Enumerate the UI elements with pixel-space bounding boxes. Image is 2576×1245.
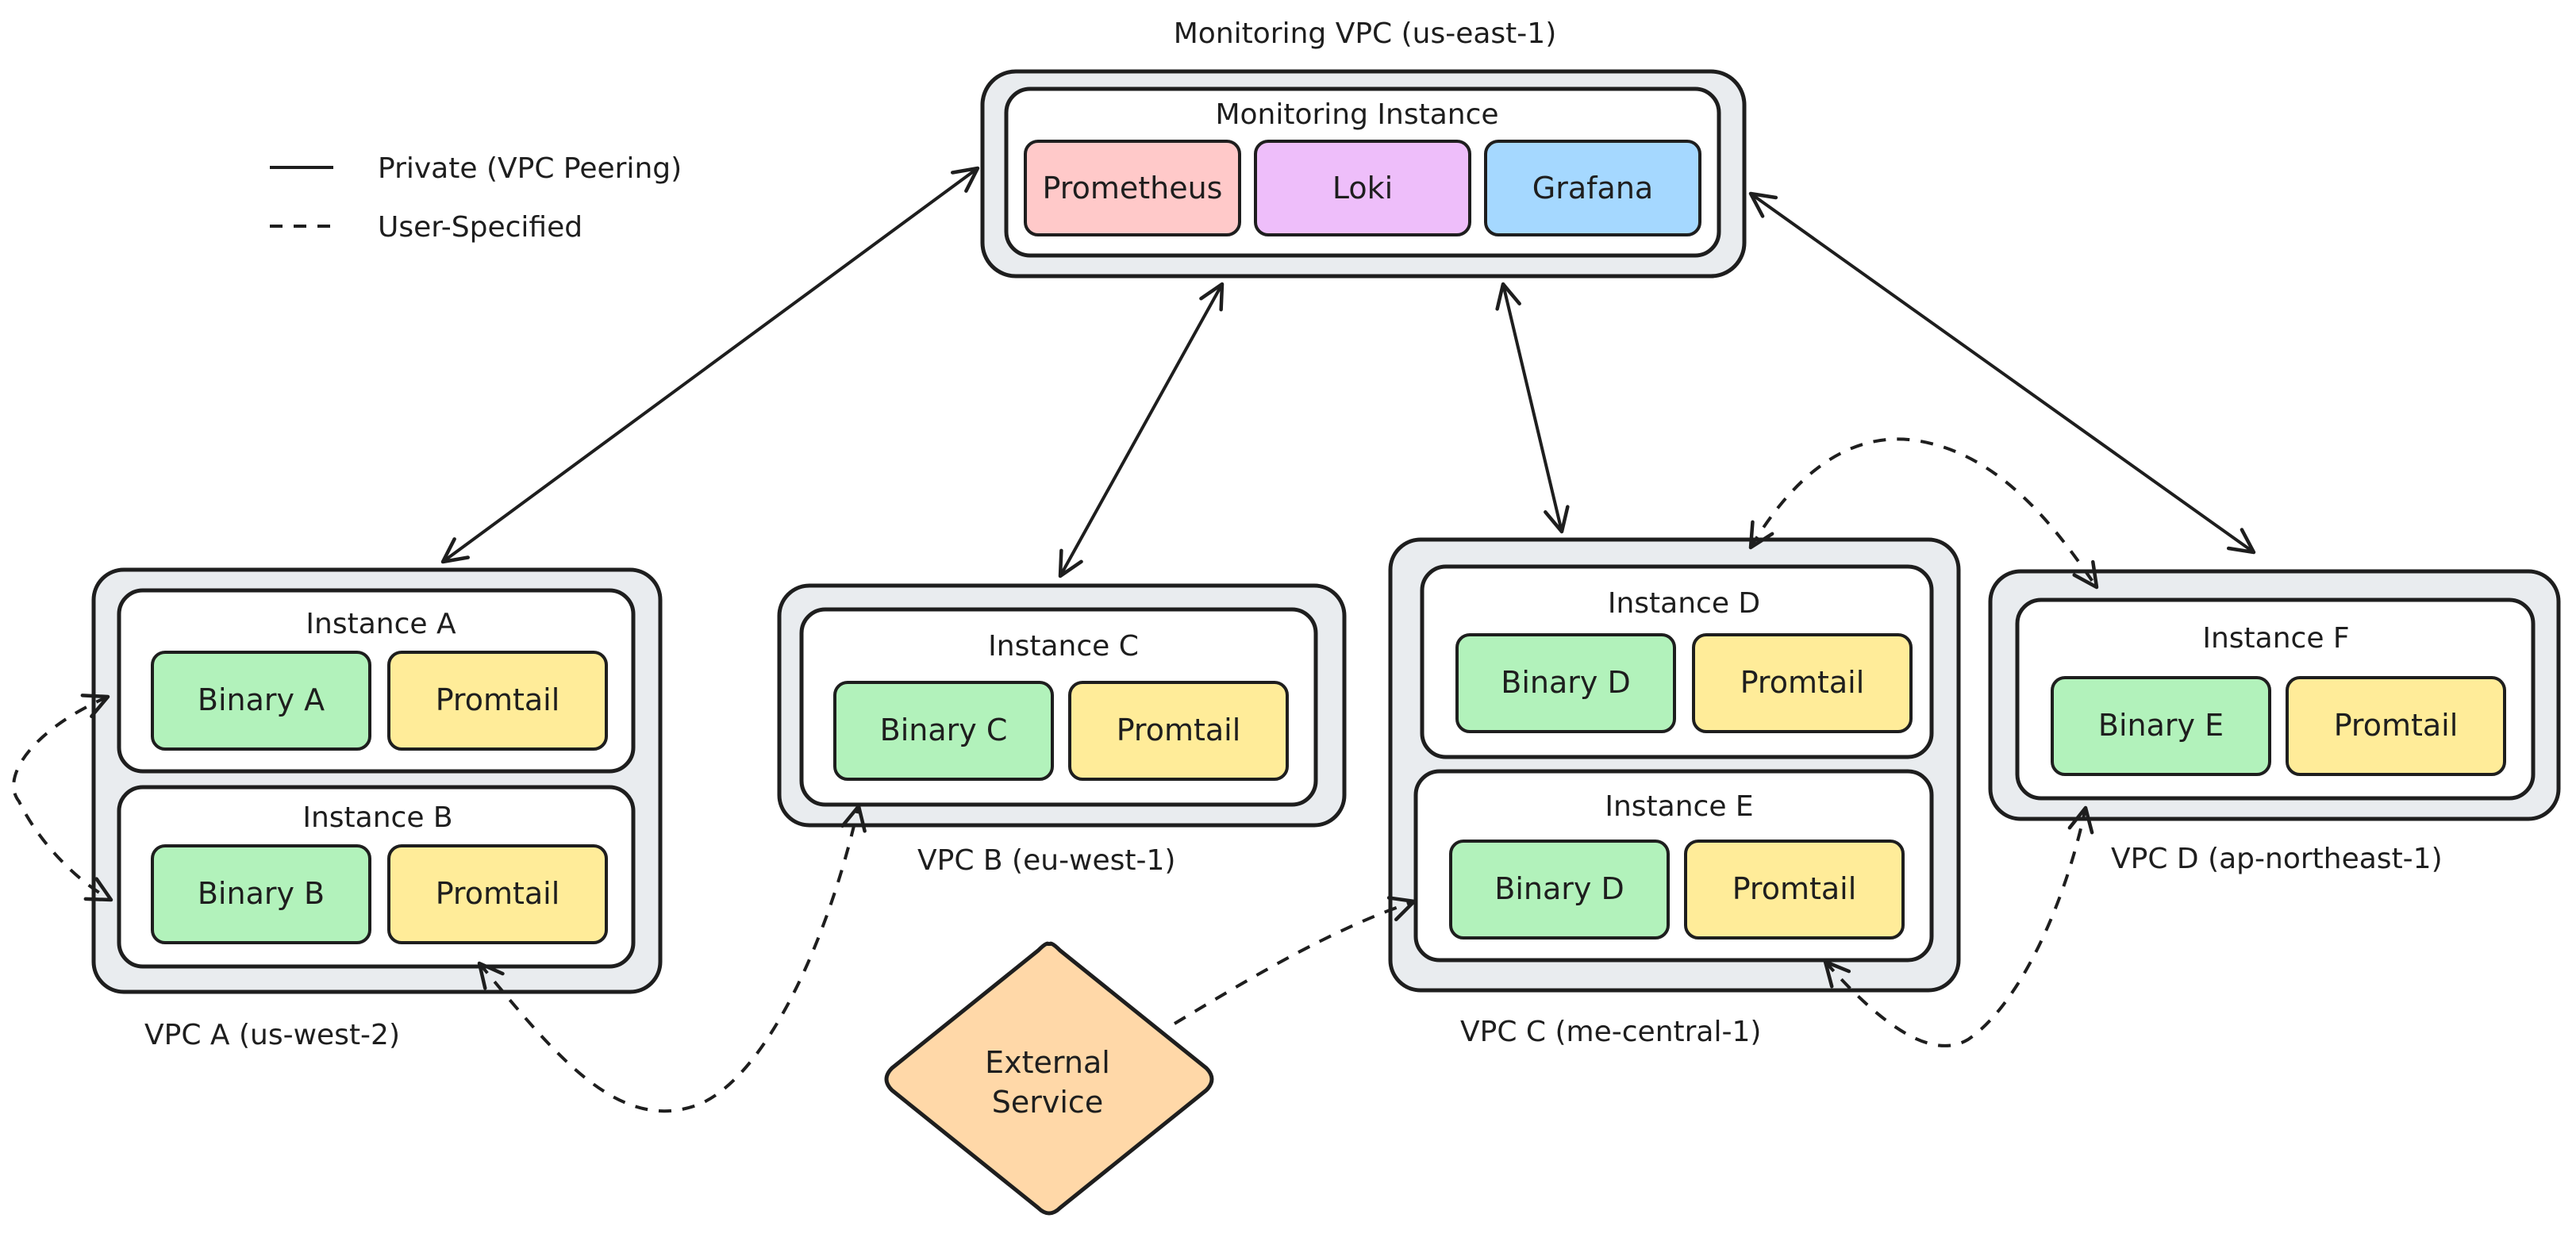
binary-f-box [2051,676,2271,776]
promtail-a-box [387,651,608,751]
vpc-d: Instance F Binary E Promtail VPC D (ap-n… [1988,569,2561,875]
vpc-d-label: VPC D (ap-northeast-1) [2111,843,2443,875]
prometheus-box [1024,140,1241,236]
binary-c-box [833,681,1054,781]
instance-a-label: Instance A [306,608,456,640]
binary-a-label: Binary A [198,682,325,717]
promtail-f-label: Promtail [2334,708,2459,743]
prometheus-label: Prometheus [1043,171,1223,206]
vpc-c-label: VPC C (me-central-1) [1460,1016,1761,1048]
vpc-a-label: VPC A (us-west-2) [144,1019,400,1051]
user-specified-connections [12,437,2099,1113]
promtail-e-label: Promtail [1732,871,1857,906]
peering-connections [440,166,2256,578]
promtail-d-box [1692,633,1913,733]
external-service-label-line2: Service [992,1085,1103,1120]
peering-arrow-vpc-c [1495,282,1570,534]
grafana-box [1484,140,1701,236]
peering-arrow-vpc-b [1058,282,1225,578]
instance-f-label: Instance F [2202,622,2349,655]
binary-e-box [1449,840,1670,940]
promtail-d-label: Promtail [1740,665,1865,700]
legend-solid-label: Private (VPC Peering) [378,152,682,185]
instance-d-label: Instance D [1608,587,1760,620]
instance-b-label: Instance B [302,801,452,834]
peering-arrow-vpc-a [440,166,980,564]
grafana-label: Grafana [1532,171,1653,206]
promtail-c-label: Promtail [1117,713,1241,747]
loki-box [1254,140,1471,236]
legend-dashed-label: User-Specified [378,211,582,244]
dashed-arrow-external-instance-e [1173,896,1417,1025]
monitoring-vpc: Monitoring VPC (us-east-1) Monitoring In… [980,17,1747,279]
promtail-b-label: Promtail [436,876,560,911]
binary-d-box [1455,633,1676,733]
vpc-b: Instance C Binary C Promtail VPC B (eu-w… [777,583,1347,877]
monitoring-instance-label: Monitoring Instance [1215,98,1498,131]
peering-arrow-vpc-d [1748,191,2256,555]
dashed-arrow-instance-e-f [1823,805,2094,1047]
binary-a-box [151,651,371,751]
binary-e-label: Binary D [1494,871,1624,906]
external-service-diamond [884,941,1214,1216]
vpc-b-label: VPC B (eu-west-1) [917,844,1175,877]
dashed-arrow-instance-d-f [1748,437,2099,590]
binary-c-label: Binary C [880,713,1008,747]
monitoring-vpc-label: Monitoring VPC (us-east-1) [1174,17,1557,50]
promtail-c-box [1068,681,1289,781]
legend: Private (VPC Peering) User-Specified [270,152,682,244]
vpc-c: Instance D Binary D Promtail Instance E … [1388,537,1961,1048]
promtail-a-label: Promtail [436,682,560,717]
promtail-f-box [2286,676,2506,776]
external-service: External Service [884,941,1214,1216]
external-service-label-line1: External [985,1045,1110,1080]
binary-d-label: Binary D [1501,665,1630,700]
loki-label: Loki [1332,171,1393,206]
binary-f-label: Binary E [2098,708,2224,743]
binary-b-label: Binary B [198,876,325,911]
dashed-arrow-instance-a-b [12,694,113,902]
instance-c-label: Instance C [988,630,1139,663]
vpc-a: Instance A Binary A Promtail Instance B … [91,567,663,1051]
binary-b-box [151,844,371,944]
instance-e-label: Instance E [1605,790,1753,823]
